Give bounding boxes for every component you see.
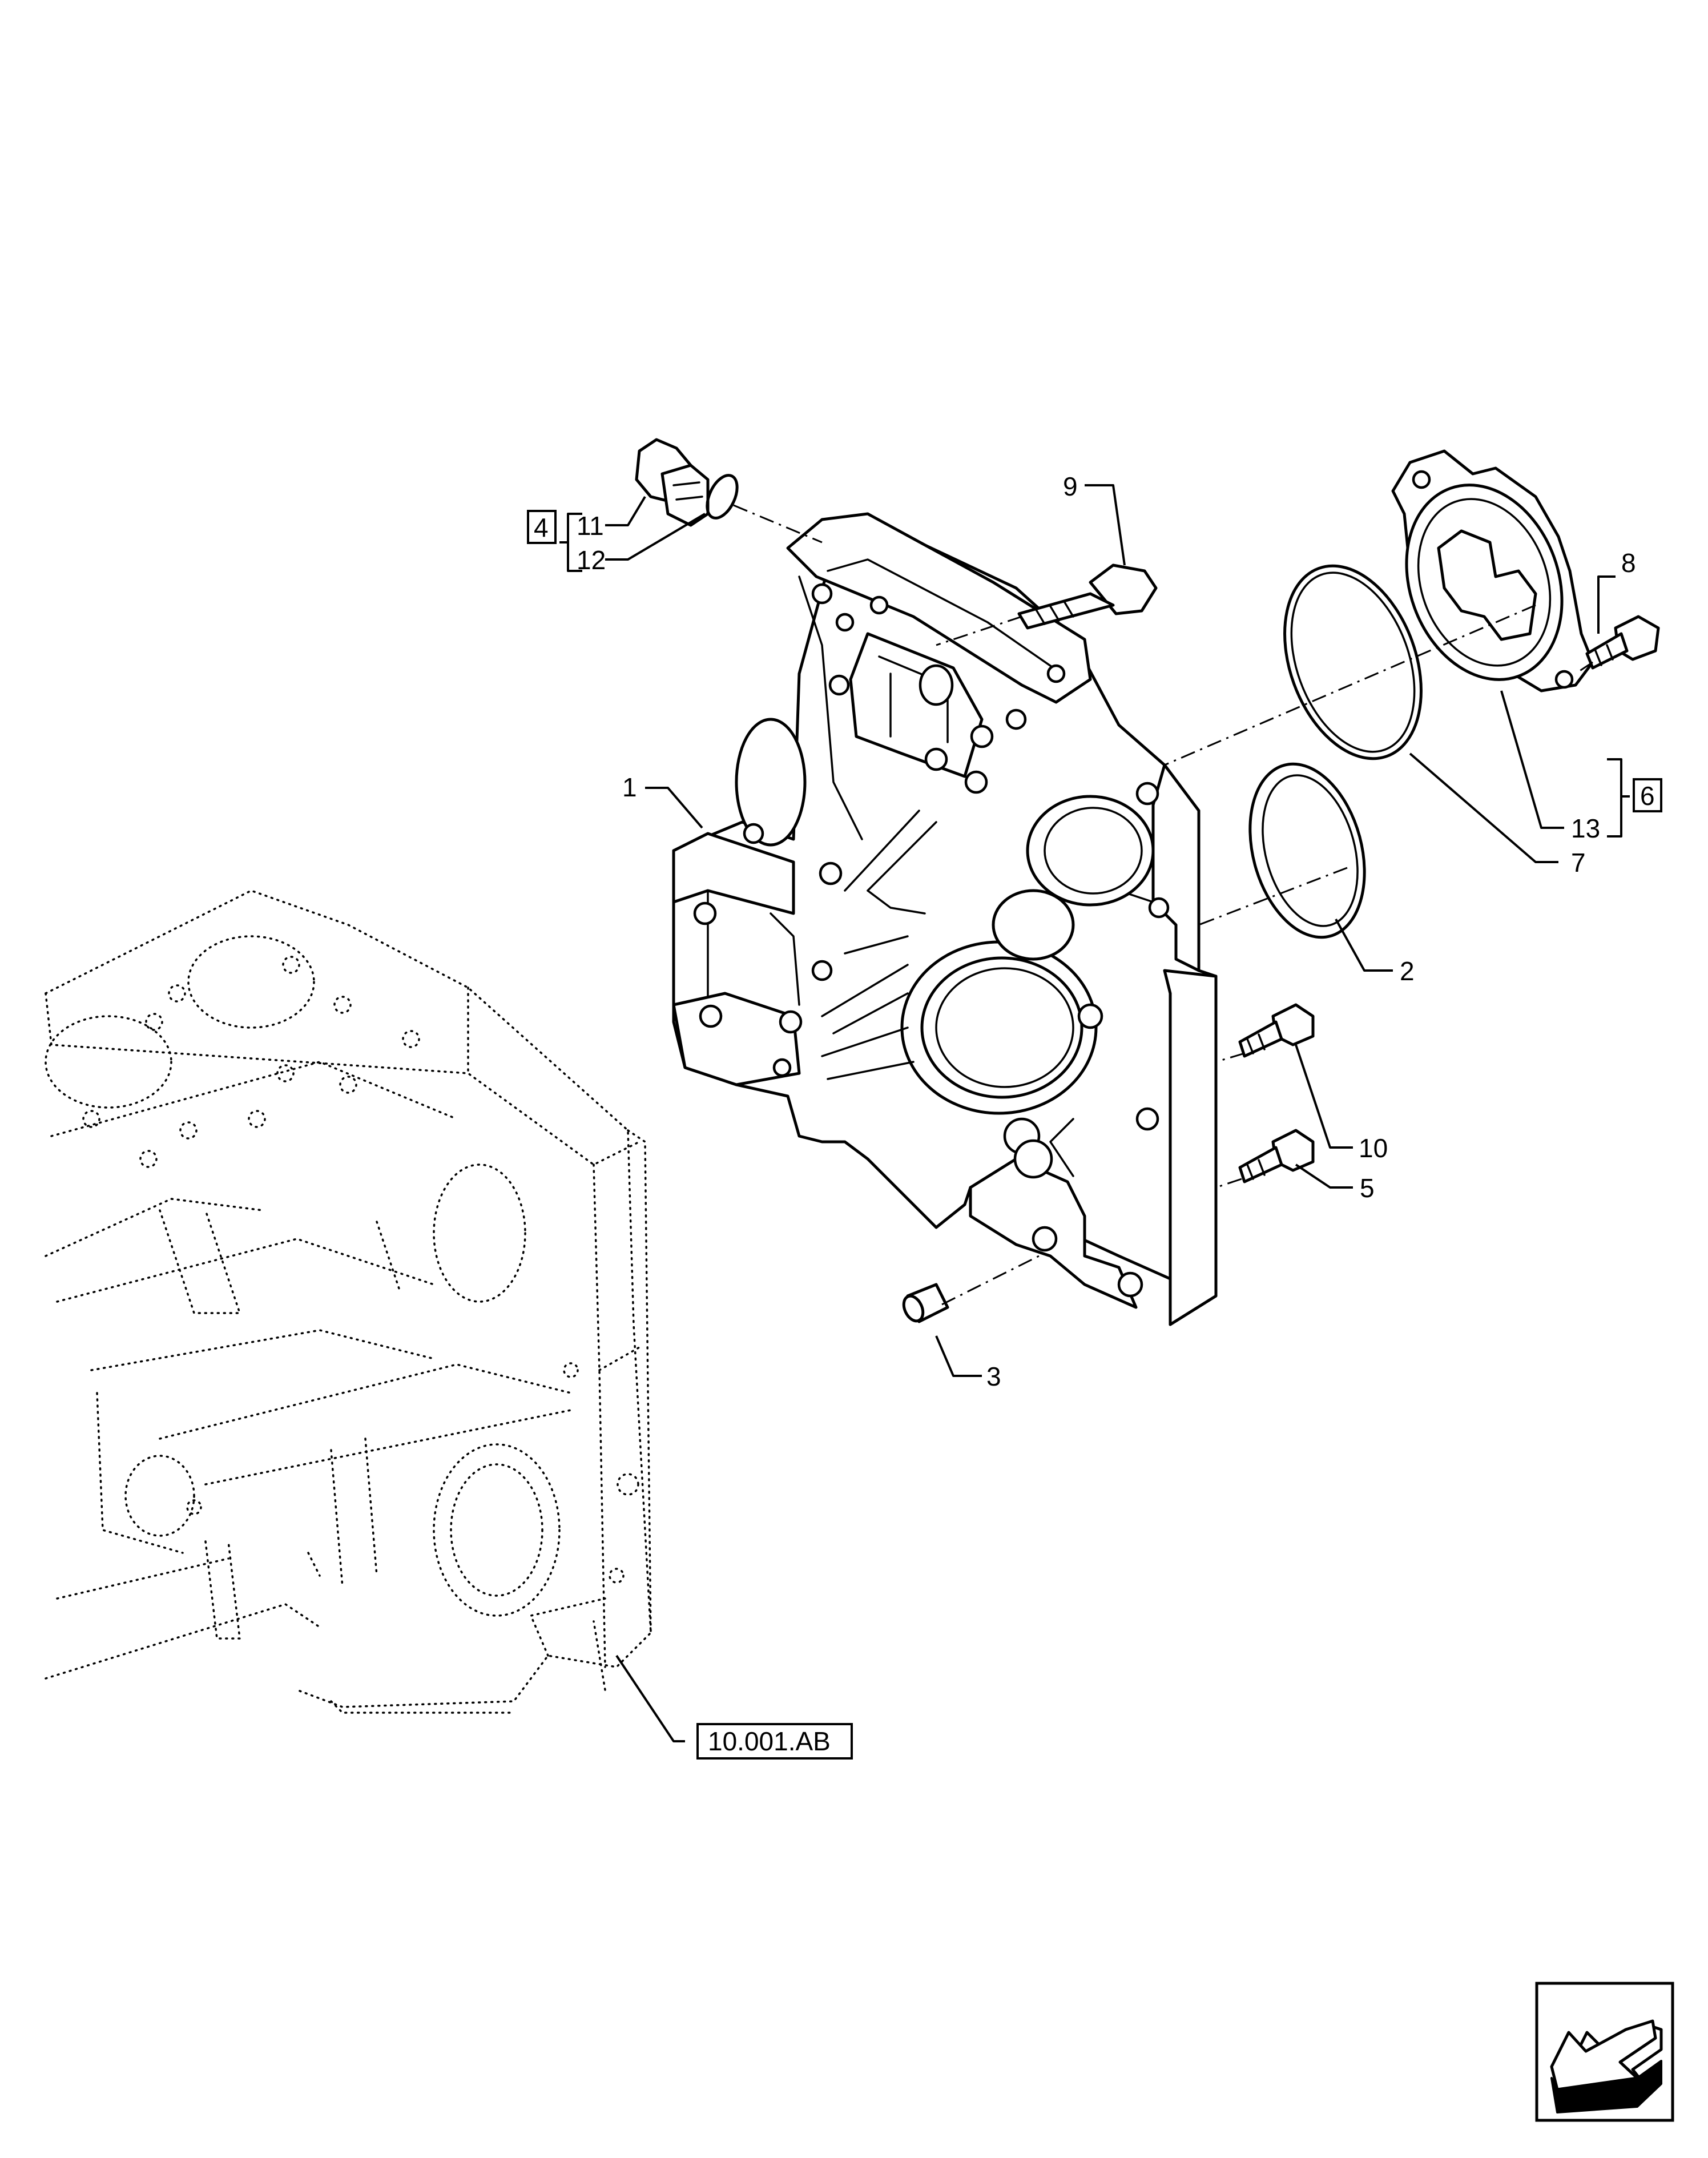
assembly-axes (733, 504, 1593, 1306)
callout-6: 6 (1640, 781, 1655, 811)
callout-3: 3 (986, 1362, 1001, 1391)
reference-box[interactable] (696, 1723, 853, 1760)
o-ring-large (1283, 564, 1423, 760)
dowel-pin (902, 1283, 949, 1323)
callout-12: 12 (577, 545, 606, 575)
callout-9: 9 (1063, 472, 1078, 501)
bolt-9 (1017, 563, 1158, 630)
plug (635, 438, 710, 527)
bolt-10 (1238, 1003, 1315, 1058)
bracket-4 (559, 513, 582, 572)
callout-6-box (1633, 778, 1662, 812)
arrow-back-icon[interactable] (1535, 1982, 1674, 2122)
bracket-6 (1607, 758, 1630, 838)
callout-11: 11 (577, 511, 604, 541)
leaders (605, 484, 1616, 1742)
front-cover-housing (672, 512, 1218, 1326)
callout-7: 7 (1571, 848, 1586, 877)
pump-housing (1391, 449, 1594, 693)
callout-5: 5 (1360, 1173, 1375, 1203)
callout-4: 4 (534, 513, 549, 542)
seal-ring (1248, 762, 1366, 939)
bolt-5 (1238, 1129, 1315, 1183)
engine-block-outline (45, 889, 652, 1714)
callout-10: 10 (1359, 1133, 1388, 1163)
callout-2: 2 (1400, 956, 1415, 986)
callout-1: 1 (622, 772, 637, 802)
callout-13: 13 (1571, 814, 1600, 843)
o-ring-small (706, 474, 739, 520)
callout-4-box (527, 510, 557, 544)
callout-8: 8 (1621, 548, 1636, 578)
reference-label: 10.001.AB (708, 1726, 831, 1756)
bolt-8 (1585, 615, 1660, 670)
